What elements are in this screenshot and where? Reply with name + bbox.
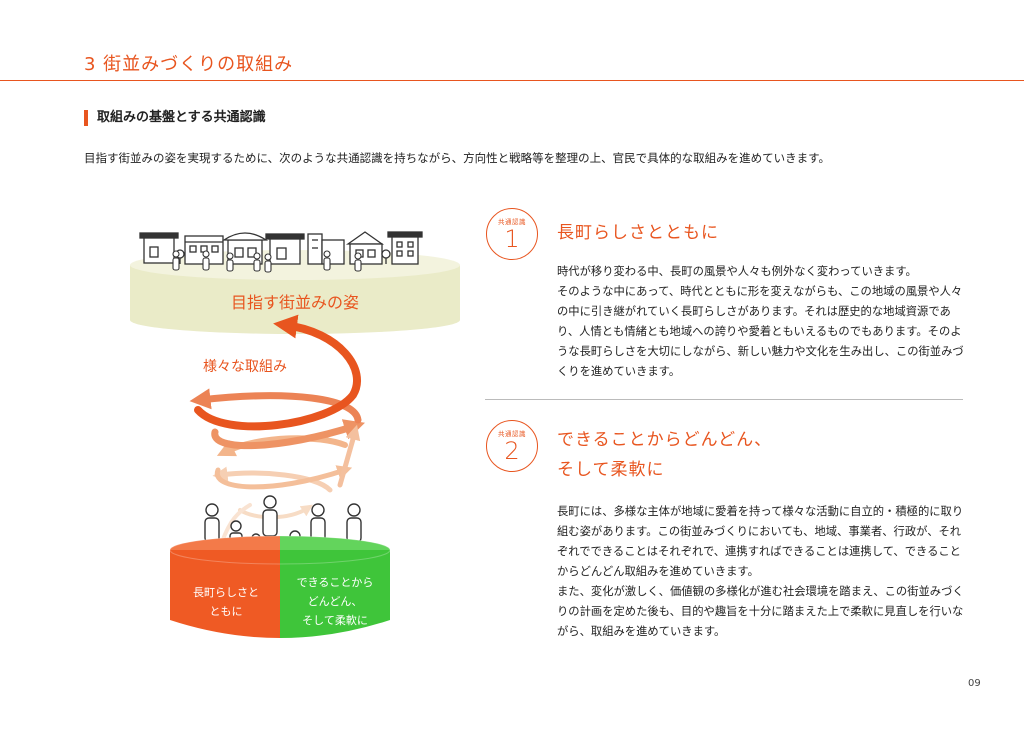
point-2-badge: 共通認識 2 bbox=[486, 420, 538, 472]
bottom-right-label: できることから どんどん、 そして柔軟に bbox=[297, 576, 374, 627]
svg-text:できることから: できることから bbox=[297, 576, 374, 589]
point-1-badge: 共通認識 1 bbox=[486, 208, 538, 260]
point-1-paragraph: 時代が移り変わる中、長町の風景や人々も例外なく変わっていきます。 bbox=[557, 265, 917, 278]
concept-diagram: 目指す街並みの姿 様々な取組み bbox=[130, 220, 460, 660]
arrows-label: 様々な取組み bbox=[203, 359, 287, 375]
svg-text:ともに: ともに bbox=[210, 605, 243, 618]
point-1-badge-label: 共通認識 bbox=[498, 218, 526, 226]
bottom-cylinder bbox=[169, 535, 391, 638]
point-2-heading: できることからどんどん、 そして柔軟に bbox=[557, 425, 772, 485]
intro-text: 目指す街並みの姿を実現するために、次のような共通認識を持ちながら、方向性と戦略等… bbox=[84, 151, 830, 165]
town-skyline-icon bbox=[139, 231, 423, 273]
point-2-paragraph: また、変化が激しく、価値観の多様化が進む社会環境を踏まえ、この街並みづくりの計画… bbox=[557, 585, 964, 638]
point-2-heading-line: できることからどんどん、 bbox=[557, 430, 773, 450]
point-2-number: 2 bbox=[504, 437, 520, 465]
spiral-arrows bbox=[189, 314, 366, 544]
top-label: 目指す街並みの姿 bbox=[231, 293, 359, 312]
page-title: 3 街並みづくりの取組み bbox=[84, 54, 294, 75]
section-divider bbox=[485, 399, 963, 400]
point-2-body: 長町には、多様な主体が地域に愛着を持って様々な活動に自立的・積極的に取り組む姿が… bbox=[557, 502, 967, 642]
svg-text:そして柔軟に: そして柔軟に bbox=[302, 613, 368, 627]
title-divider bbox=[0, 80, 1024, 81]
point-2-badge-label: 共通認識 bbox=[498, 430, 526, 438]
point-1-body: 時代が移り変わる中、長町の風景や人々も例外なく変わっていきます。 そのような中に… bbox=[557, 262, 967, 382]
point-1-number: 1 bbox=[504, 225, 520, 253]
page-number: 09 bbox=[968, 678, 981, 689]
section-heading: 取組みの基盤とする共通認識 bbox=[84, 110, 266, 126]
bottom-left-label: 長町らしさと ともに bbox=[193, 586, 259, 618]
point-2-paragraph: 長町には、多様な主体が地域に愛着を持って様々な活動に自立的・積極的に取り組む姿が… bbox=[557, 505, 964, 578]
point-1-heading: 長町らしさとともに bbox=[557, 223, 719, 243]
svg-text:長町らしさと: 長町らしさと bbox=[193, 586, 259, 599]
point-2-heading-line: そして柔軟に bbox=[557, 460, 665, 480]
svg-text:どんどん、: どんどん、 bbox=[308, 595, 363, 608]
point-1-paragraph: そのような中にあって、時代とともに形を変えながらも、この地域の風景や人々の中に引… bbox=[557, 285, 964, 378]
